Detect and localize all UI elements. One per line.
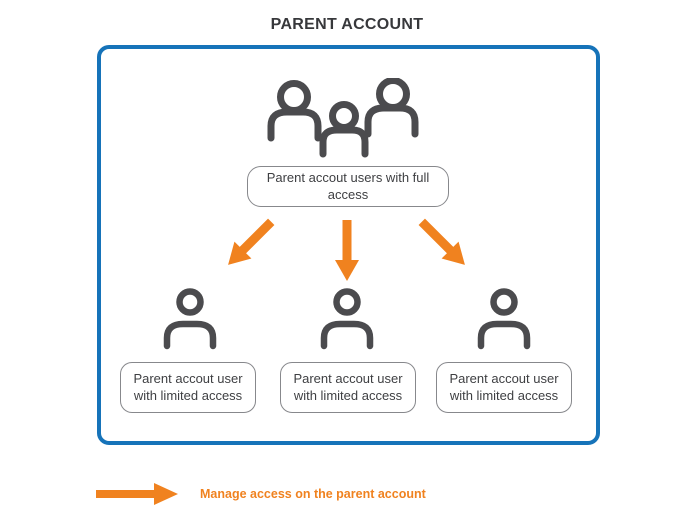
down-arrow-icon	[334, 217, 360, 283]
full-access-box: Parent accout users with full access	[247, 166, 449, 207]
diagram-title: PARENT ACCOUNT	[270, 16, 424, 33]
parent-account-frame	[97, 45, 600, 445]
down-left-arrow-icon	[217, 210, 282, 275]
group-users-icon	[265, 78, 425, 158]
legend-arrow-icon	[93, 482, 181, 506]
limited-access-box: Parent accout user with limited access	[120, 362, 256, 413]
user-icon	[162, 288, 218, 350]
limited-access-label: Parent accout user with limited access	[293, 370, 403, 403]
limited-access-label: Parent accout user with limited access	[449, 370, 559, 403]
user-icon	[319, 288, 375, 350]
limited-access-label: Parent accout user with limited access	[133, 370, 243, 403]
full-access-label: Parent accout users with full access	[266, 169, 430, 202]
user-icon	[476, 288, 532, 350]
legend-label: Manage access on the parent account	[200, 487, 426, 501]
limited-access-box: Parent accout user with limited access	[436, 362, 572, 413]
limited-access-box: Parent accout user with limited access	[280, 362, 416, 413]
down-right-arrow-icon	[410, 210, 475, 275]
